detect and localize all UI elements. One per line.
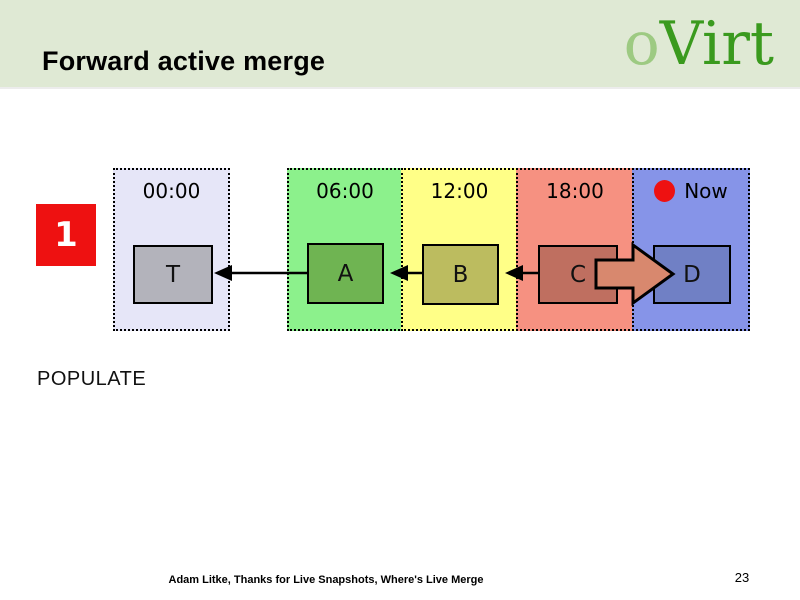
ovirt-logo-virt: Virt <box>659 9 774 79</box>
volume-box-b: B <box>422 244 499 305</box>
time-label-1800: 18:00 <box>546 179 604 203</box>
time-label-0600: 06:00 <box>316 179 374 203</box>
time-label-now: Now <box>634 179 748 203</box>
footer-credit: Adam Litke, Thanks for Live Snapshots, W… <box>168 574 484 586</box>
action-label: POPULATE <box>37 368 147 390</box>
page-title: Forward active merge <box>42 46 326 76</box>
ovirt-logo: oVirt <box>624 14 774 74</box>
now-label: Now <box>684 179 728 203</box>
volume-box-a: A <box>307 243 384 304</box>
slide-header: Forward active merge oVirt <box>0 0 800 89</box>
time-label-1200: 12:00 <box>430 179 489 203</box>
page-number: 23 <box>734 570 750 585</box>
step-number-badge: 1 <box>36 204 96 266</box>
ovirt-logo-o: o <box>623 9 660 79</box>
time-label-0000: 00:00 <box>142 179 201 203</box>
volume-box-d: D <box>653 245 731 304</box>
volume-box-c: C <box>538 245 618 304</box>
volume-box-t: T <box>133 245 213 304</box>
now-indicator-dot-icon <box>654 180 676 202</box>
